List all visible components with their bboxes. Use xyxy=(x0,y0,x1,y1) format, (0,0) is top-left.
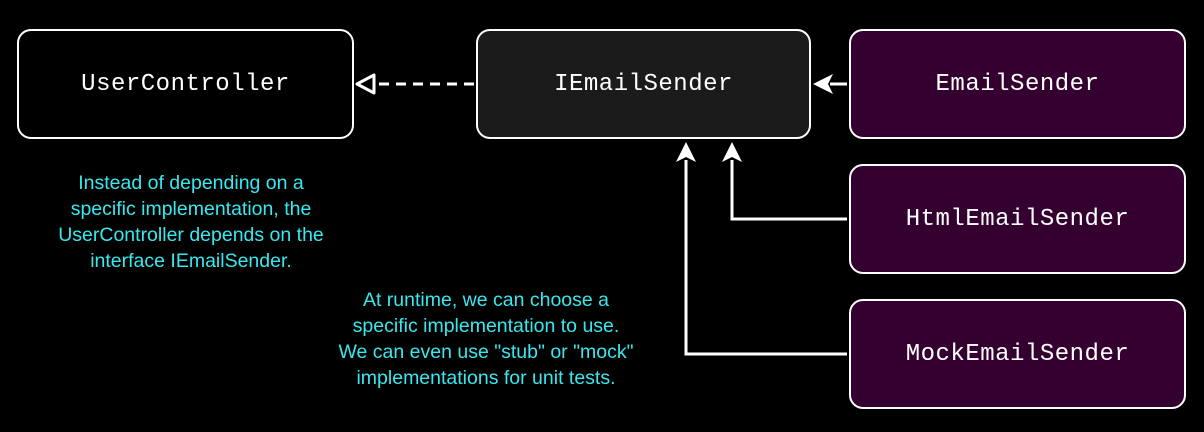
mock-sender-implements-line xyxy=(684,160,847,356)
email-sender-arrowhead xyxy=(813,74,833,94)
note-line: specific implementation, the xyxy=(70,198,312,220)
html-email-sender-box: HtmlEmailSender xyxy=(849,164,1186,274)
open-triangle-arrowhead xyxy=(355,73,376,95)
note-line: interface IEmailSender. xyxy=(90,250,292,272)
mock-sender-arrowhead xyxy=(676,142,696,162)
html-email-sender-label: HtmlEmailSender xyxy=(905,205,1130,233)
note-line: We can even use "stub" or "mock" xyxy=(338,341,634,363)
html-sender-implements-line xyxy=(730,160,847,221)
note-line: UserController depends on the xyxy=(58,224,324,246)
dependency-note: Instead of depending on a specific imple… xyxy=(26,170,356,274)
runtime-note: At runtime, we can choose a specific imp… xyxy=(308,287,664,391)
note-line: At runtime, we can choose a xyxy=(362,289,610,311)
html-sender-arrowhead xyxy=(722,142,742,162)
note-line: Instead of depending on a xyxy=(78,172,304,194)
user-controller-label: UserController xyxy=(81,70,290,98)
email-sender-interface-box: IEmailSender xyxy=(476,29,811,139)
email-sender-box: EmailSender xyxy=(849,29,1186,139)
note-line: implementations for unit tests. xyxy=(356,367,616,389)
user-controller-box: UserController xyxy=(17,29,354,139)
email-sender-interface-label: IEmailSender xyxy=(554,70,733,98)
mock-email-sender-label: MockEmailSender xyxy=(905,340,1130,368)
email-sender-label: EmailSender xyxy=(935,70,1100,98)
mock-email-sender-box: MockEmailSender xyxy=(849,299,1186,409)
note-line: specific implementation to use. xyxy=(352,315,620,337)
